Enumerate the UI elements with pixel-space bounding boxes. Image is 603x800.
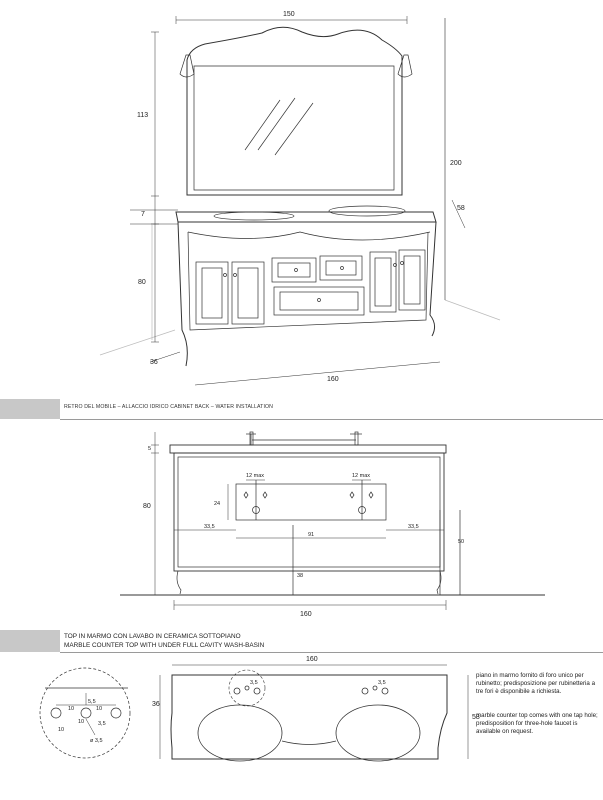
detail-dim-e: 10 [78, 719, 84, 725]
dim-plan-width: 160 [306, 656, 318, 663]
plan-view-drawing: 10 5,5 10 10 10 3,5 ø 3,5 160 36 58 3,5 … [39, 656, 480, 762]
dim-tap-right: 12 max [352, 473, 370, 479]
back-section-label: RETRO DEL MOBILE – ALLACCIO IDRICO CABIN… [64, 404, 273, 410]
detail-dim-c: 10 [96, 706, 102, 712]
dim-center-distance: 91 [308, 532, 314, 538]
detail-dim-d: 10 [58, 727, 64, 733]
section-band-top [60, 652, 603, 653]
note-english: marble counter top comes with one tap ho… [476, 712, 598, 735]
section-tab-top [0, 630, 60, 652]
dim-fitting-height: 24 [214, 501, 220, 507]
dim-supply-height: 50 [458, 539, 464, 545]
dim-depth-side: 36 [150, 359, 158, 366]
dim-mirror-height: 113 [137, 112, 148, 119]
dim-base-width: 160 [327, 376, 339, 383]
dim-plan-depth: 36 [152, 701, 160, 708]
dim-hole-spacing-left: 3,5 [250, 680, 258, 686]
section-tab-back [0, 399, 60, 419]
dim-back-top-offset: 5 [148, 446, 151, 452]
dim-right-offset: 33,5 [408, 524, 419, 530]
dim-total-height: 200 [450, 160, 462, 167]
detail-dim-diameter: ø 3,5 [90, 738, 103, 744]
detail-dim-b: 5,5 [88, 699, 96, 705]
detail-dim-a: 10 [68, 706, 74, 712]
dim-width-top: 150 [283, 11, 295, 18]
dim-top-thickness: 7 [141, 211, 145, 218]
perspective-drawing: 150 113 7 80 200 58 36 160 [99, 11, 501, 386]
dim-hole-spacing-right: 3,5 [378, 680, 386, 686]
back-view-drawing: 5 80 12 max 12 max 24 33,5 33,5 91 38 50… [120, 431, 545, 618]
dim-tap-left: 12 max [246, 473, 264, 479]
dim-back-height: 80 [143, 503, 151, 510]
top-section-title-it: TOP IN MARMO CON LAVABO IN CERAMICA SOTT… [64, 633, 241, 640]
dim-left-offset: 33,5 [204, 524, 215, 530]
note-italian: piano in marmo fornito di foro unico per… [476, 672, 596, 695]
detail-dim-f: 3,5 [98, 721, 106, 727]
dim-depth-top: 58 [457, 205, 465, 212]
dim-back-width: 160 [300, 611, 312, 618]
dim-plan-side: 58 [472, 714, 480, 721]
dim-drain-height: 38 [297, 573, 303, 579]
dim-cabinet-height: 80 [138, 279, 146, 286]
section-band-back [60, 419, 603, 420]
top-section-title-en: MARBLE COUNTER TOP WITH UNDER FULL CAVIT… [64, 642, 265, 649]
